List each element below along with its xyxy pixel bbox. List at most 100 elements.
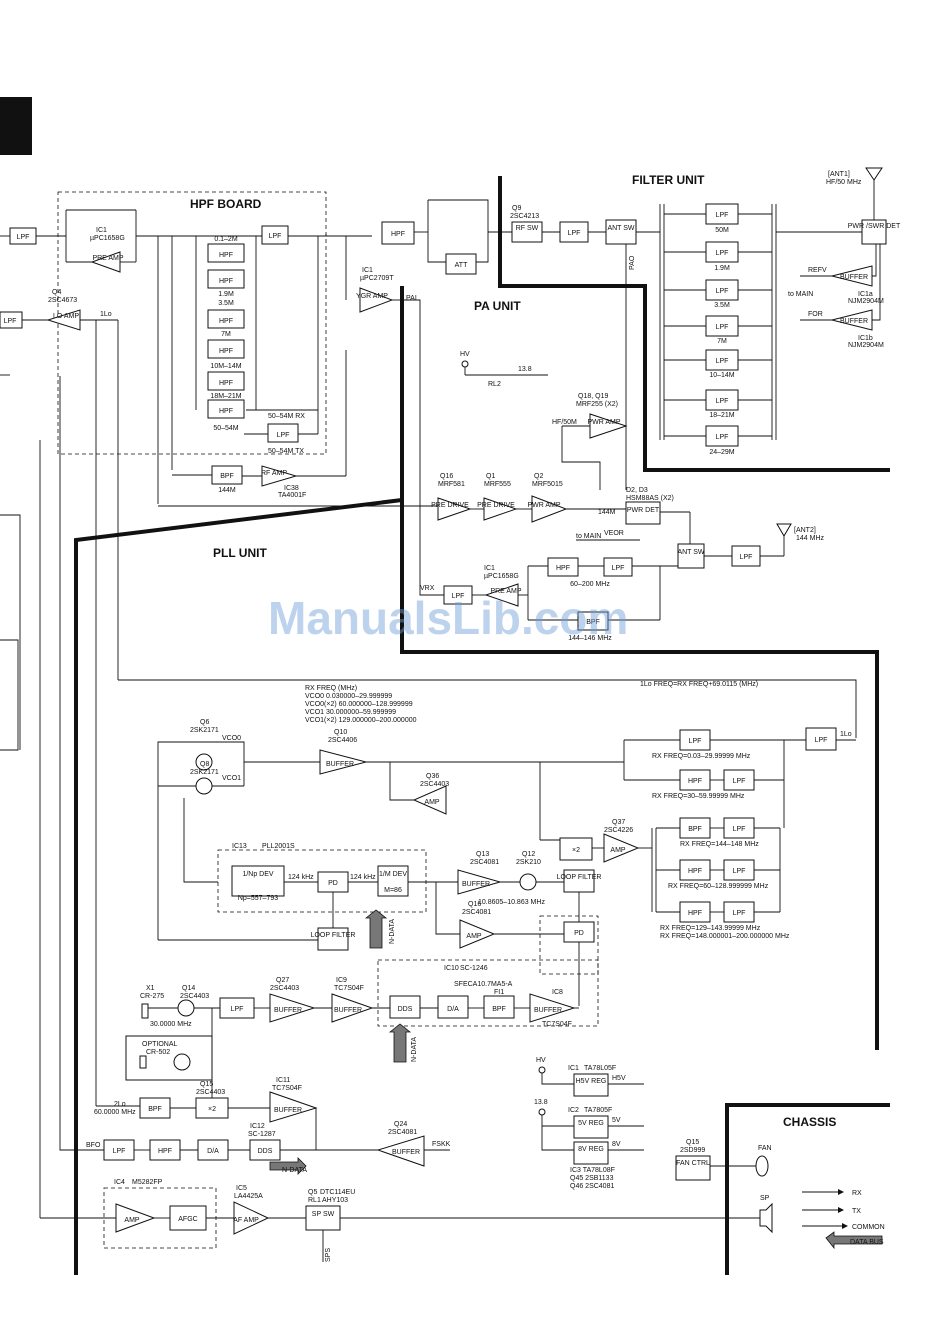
svg-text:AMP: AMP [466, 933, 482, 940]
svg-text:IC1a: IC1a [858, 291, 873, 298]
hpf-board-content: PRE AMP IC1 µPC1658G LPF HPF 0.1–2M HPF … [65, 209, 420, 507]
ic13-frame [217, 849, 427, 913]
svg-text:AFGC: AFGC [178, 1216, 197, 1223]
svg-text:Q6: Q6 [200, 719, 209, 726]
svg-text:HPF: HPF [219, 252, 233, 259]
svg-text:124 kHz: 124 kHz [350, 874, 376, 881]
svg-text:RX FREQ=148.000001–200.000000: RX FREQ=148.000001–200.000000 MHz [660, 933, 790, 940]
pa-bpf [577, 611, 609, 631]
svg-text:7M: 7M [221, 331, 231, 338]
pa-pwr-det [625, 501, 661, 525]
svg-text:10.8605–10.863 MHz: 10.8605–10.863 MHz [478, 899, 545, 906]
pll-unit-title: PLL UNIT [213, 546, 267, 560]
svg-text:SP: SP [760, 1195, 770, 1202]
svg-text:BUFFER: BUFFER [462, 881, 490, 888]
pre-drive-1 [437, 497, 472, 521]
svg-text:BUFFER: BUFFER [334, 1007, 362, 1014]
svg-text:HPF: HPF [688, 868, 702, 875]
hpf-ic1: IC1 [96, 227, 107, 234]
svg-text:SFECA10.7MA5-A: SFECA10.7MA5-A [454, 981, 513, 988]
svg-text:Q46 2SC4081: Q46 2SC4081 [570, 1183, 614, 1190]
svg-text:LPF: LPF [716, 358, 729, 365]
q4-part: 2SC4673 [48, 297, 77, 304]
svg-text:×2: ×2 [208, 1106, 216, 1113]
svg-text:YGR AMP: YGR AMP [356, 293, 388, 300]
svg-text:LPF: LPF [716, 434, 729, 441]
svg-text:LPF: LPF [113, 1148, 126, 1155]
rx-chain: YGR AMP IC1 µPC2709T PAI HPF ATT RF SW Q… [345, 199, 660, 490]
hpf-board-title: HPF BOARD [190, 197, 262, 211]
pll-amp-q36 [412, 785, 447, 815]
speaker-symbol [759, 1202, 773, 1234]
svg-text:30.0000 MHz: 30.0000 MHz [150, 1021, 192, 1028]
svg-text:DDS: DDS [398, 1006, 413, 1013]
np-dev [231, 865, 285, 897]
svg-text:BPF: BPF [688, 826, 702, 833]
af-amp [233, 1201, 270, 1235]
svg-text:3.5M: 3.5M [714, 302, 730, 309]
svg-text:IC10: IC10 [444, 965, 459, 972]
svg-text:LPF: LPF [612, 565, 625, 572]
sp-sw-box [305, 1205, 341, 1231]
pwr-amp-q2 [531, 495, 568, 523]
svg-text:FI1: FI1 [494, 989, 504, 996]
svg-text:2SC4081: 2SC4081 [388, 1129, 417, 1136]
svg-text:N-DATA: N-DATA [282, 1167, 307, 1174]
svg-text:DATA BUS: DATA BUS [850, 1239, 884, 1246]
lo-amp-label: LO AMP [53, 313, 79, 320]
svg-text:Q5: Q5 [308, 1189, 317, 1196]
svg-text:Q14: Q14 [182, 985, 195, 992]
svg-text:144 MHz: 144 MHz [796, 535, 825, 542]
dds-box [389, 995, 421, 1019]
svg-text:MRF5015: MRF5015 [532, 481, 563, 488]
svg-text:LPF: LPF [568, 230, 581, 237]
svg-text:MRF555: MRF555 [484, 481, 511, 488]
left-edge-blocks: LPF LPF LO AMP Q4 2SC4673 1Lo [0, 227, 119, 751]
pwr-swr-det [861, 219, 887, 245]
svg-text:PWR /SWR DET: PWR /SWR DET [848, 223, 901, 230]
svg-text:ANT SW: ANT SW [677, 549, 704, 556]
svg-text:to MAIN: to MAIN [788, 291, 813, 298]
svg-text:Q15: Q15 [200, 1081, 213, 1088]
ygr-amp-triangle [359, 287, 394, 313]
svg-text:µPC1658G: µPC1658G [484, 573, 519, 580]
svg-text:HPF: HPF [219, 380, 233, 387]
svg-text:M=86: M=86 [384, 887, 402, 894]
hpf-stack: HPF 0.1–2M HPF 1.9M HPF 3.5M HPF 7M HPF … [207, 236, 245, 432]
svg-text:REFV: REFV [808, 267, 827, 274]
svg-text:18M–21M: 18M–21M [210, 393, 241, 400]
svg-text:HPF: HPF [556, 565, 570, 572]
svg-text:Q24: Q24 [394, 1121, 407, 1128]
fan-symbol [755, 1155, 769, 1177]
svg-text:IC1b: IC1b [858, 335, 873, 342]
svg-text:to MAIN: to MAIN [576, 533, 601, 540]
svg-text:0.1–2M: 0.1–2M [214, 236, 238, 243]
svg-text:IC4: IC4 [114, 1179, 125, 1186]
svg-text:LPF: LPF [277, 432, 290, 439]
svg-text:IC3 TA78L08F: IC3 TA78L08F [570, 1167, 615, 1174]
pa-hpf [547, 557, 579, 577]
svg-text:Q18, Q19: Q18, Q19 [578, 393, 608, 400]
svg-text:Q13: Q13 [476, 851, 489, 858]
svg-text:1Lo FREQ=RX FREQ+69.0115 (MHz): 1Lo FREQ=RX FREQ+69.0115 (MHz) [640, 681, 758, 688]
h5v-reg [573, 1073, 609, 1097]
svg-text:[ANT1]: [ANT1] [828, 171, 850, 178]
svg-text:TA7805F: TA7805F [584, 1107, 612, 1114]
svg-text:VCO0(×2) 60.000000–128.999999: VCO0(×2) 60.000000–128.999999 [305, 701, 413, 708]
svg-text:H5V REG: H5V REG [576, 1078, 607, 1085]
svg-text:VCO1: VCO1 [222, 775, 241, 782]
svg-text:BUFFER: BUFFER [392, 1149, 420, 1156]
svg-text:PRE DRIVE: PRE DRIVE [477, 502, 515, 509]
svg-text:ANT SW: ANT SW [607, 225, 634, 232]
svg-text:RX: RX [852, 1190, 862, 1197]
svg-text:MRF255 (X2): MRF255 (X2) [576, 401, 618, 408]
svg-text:RX FREQ=129–143.99999 MHz: RX FREQ=129–143.99999 MHz [660, 925, 761, 932]
svg-text:HPF: HPF [158, 1148, 172, 1155]
hpf-pre-amp-label: PRE AMP [92, 255, 123, 262]
svg-text:D2, D3: D2, D3 [626, 487, 648, 494]
svg-text:124 kHz: 124 kHz [288, 874, 314, 881]
svg-text:2SC4226: 2SC4226 [604, 827, 633, 834]
svg-text:2SC4403: 2SC4403 [196, 1089, 225, 1096]
ic10-frame [377, 959, 599, 1027]
